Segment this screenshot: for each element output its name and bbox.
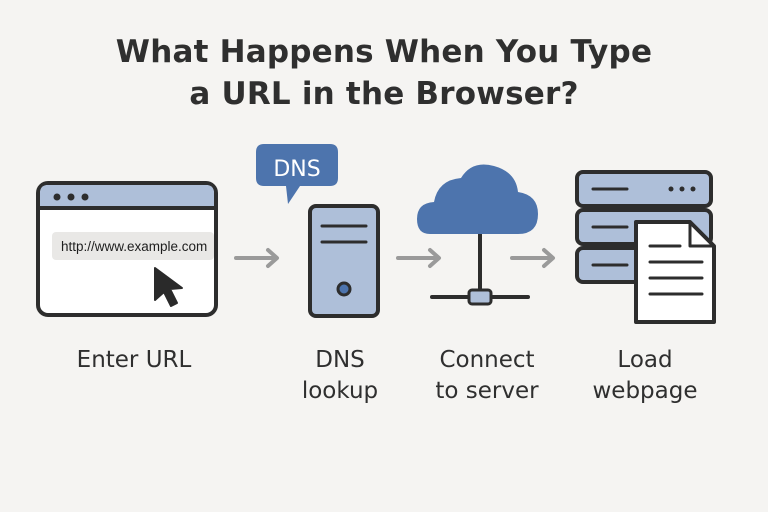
dns-server-icon	[308, 204, 380, 318]
arrow-right-icon	[396, 248, 441, 268]
browser-window-icon: http://www.example.com	[36, 181, 218, 317]
step-label-line: Connect	[439, 347, 535, 373]
mouse-cursor-icon	[154, 267, 183, 307]
step-label-line: to server	[435, 378, 539, 404]
url-text: http://www.example.com	[61, 239, 207, 254]
step-label-connect-server: Connect to server	[412, 345, 562, 407]
step-label-line: Enter URL	[76, 347, 192, 373]
step-label-line: DNS	[315, 347, 365, 373]
step-label-line: lookup	[301, 378, 379, 404]
step-label-enter-url: Enter URL	[54, 345, 214, 376]
step-label-line: webpage	[592, 378, 698, 404]
step-label-dns-lookup: DNS lookup	[276, 345, 404, 407]
diagram-title-line2: a URL in the Browser?	[189, 76, 579, 112]
dns-speech-bubble: DNS	[256, 144, 338, 204]
step-label-line: Load	[617, 347, 673, 373]
document-icon	[634, 220, 716, 324]
diagram-title-line1: What Happens When You Type	[115, 34, 653, 70]
step-label-load-webpage: Load webpage	[570, 345, 720, 407]
dns-bubble-text: DNS	[273, 157, 320, 182]
cloud-network-icon	[417, 164, 538, 306]
arrow-right-icon	[510, 248, 555, 268]
arrow-right-icon	[234, 248, 279, 268]
